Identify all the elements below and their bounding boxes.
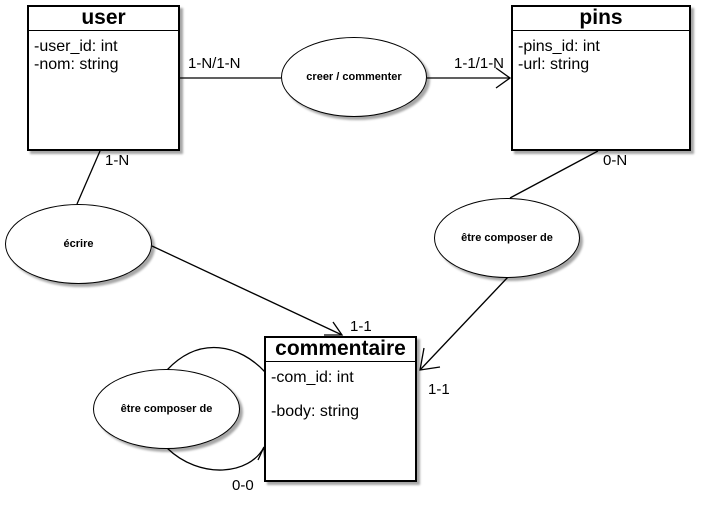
line-pins-composer (509, 150, 599, 199)
relation-creer[interactable]: creer / commenter (281, 37, 427, 117)
line-ecrire-commentaire (151, 245, 343, 336)
cardinality-pins-creer: 1-1/1-N (454, 55, 505, 72)
line-composer-commentaire (419, 276, 509, 371)
line-user-ecrire (76, 150, 101, 205)
arrow-pins (495, 67, 512, 89)
entity-commentaire[interactable]: commentaire -com_id: int -body: string (264, 336, 417, 482)
line-self-top (166, 347, 266, 373)
relation-ecrire[interactable]: écrire (5, 204, 152, 284)
user-attr-nom: -nom: string (34, 56, 119, 73)
user-attr-id: -user_id: int (34, 38, 118, 55)
arrow-composer (419, 347, 441, 371)
relation-ecrire-label: écrire (63, 238, 94, 250)
cardinality-com-self: 0-0 (232, 477, 254, 494)
entity-user-title: user (29, 7, 178, 31)
arrow-ecrire (324, 321, 344, 336)
cardinality-pins-composer: 0-N (603, 152, 628, 169)
relation-composer-pins-label: être composer de (461, 232, 553, 244)
relation-composer-pins[interactable]: être composer de (434, 198, 580, 278)
relation-composer-self[interactable]: être composer de (93, 369, 240, 449)
pins-attr-id: -pins_id: int (518, 38, 600, 55)
entity-user[interactable]: user -user_id: int -nom: string (27, 5, 180, 151)
cardinality-com-ecrire: 1-1 (350, 318, 372, 335)
cardinality-user-ecrire: 1-N (105, 152, 130, 169)
commentaire-attr-id: -com_id: int (271, 369, 354, 386)
line-self-bottom (166, 446, 265, 471)
entity-commentaire-title: commentaire (266, 338, 415, 362)
pins-attr-url: -url: string (518, 56, 590, 73)
relation-creer-label: creer / commenter (306, 71, 402, 83)
entity-pins[interactable]: pins -pins_id: int -url: string (511, 5, 691, 151)
cardinality-com-composer: 1-1 (428, 381, 450, 398)
cardinality-user-creer: 1-N/1-N (188, 55, 241, 72)
entity-pins-title: pins (513, 7, 689, 31)
relation-composer-self-label: être composer de (120, 403, 213, 415)
commentaire-attr-body: -body: string (271, 403, 360, 420)
